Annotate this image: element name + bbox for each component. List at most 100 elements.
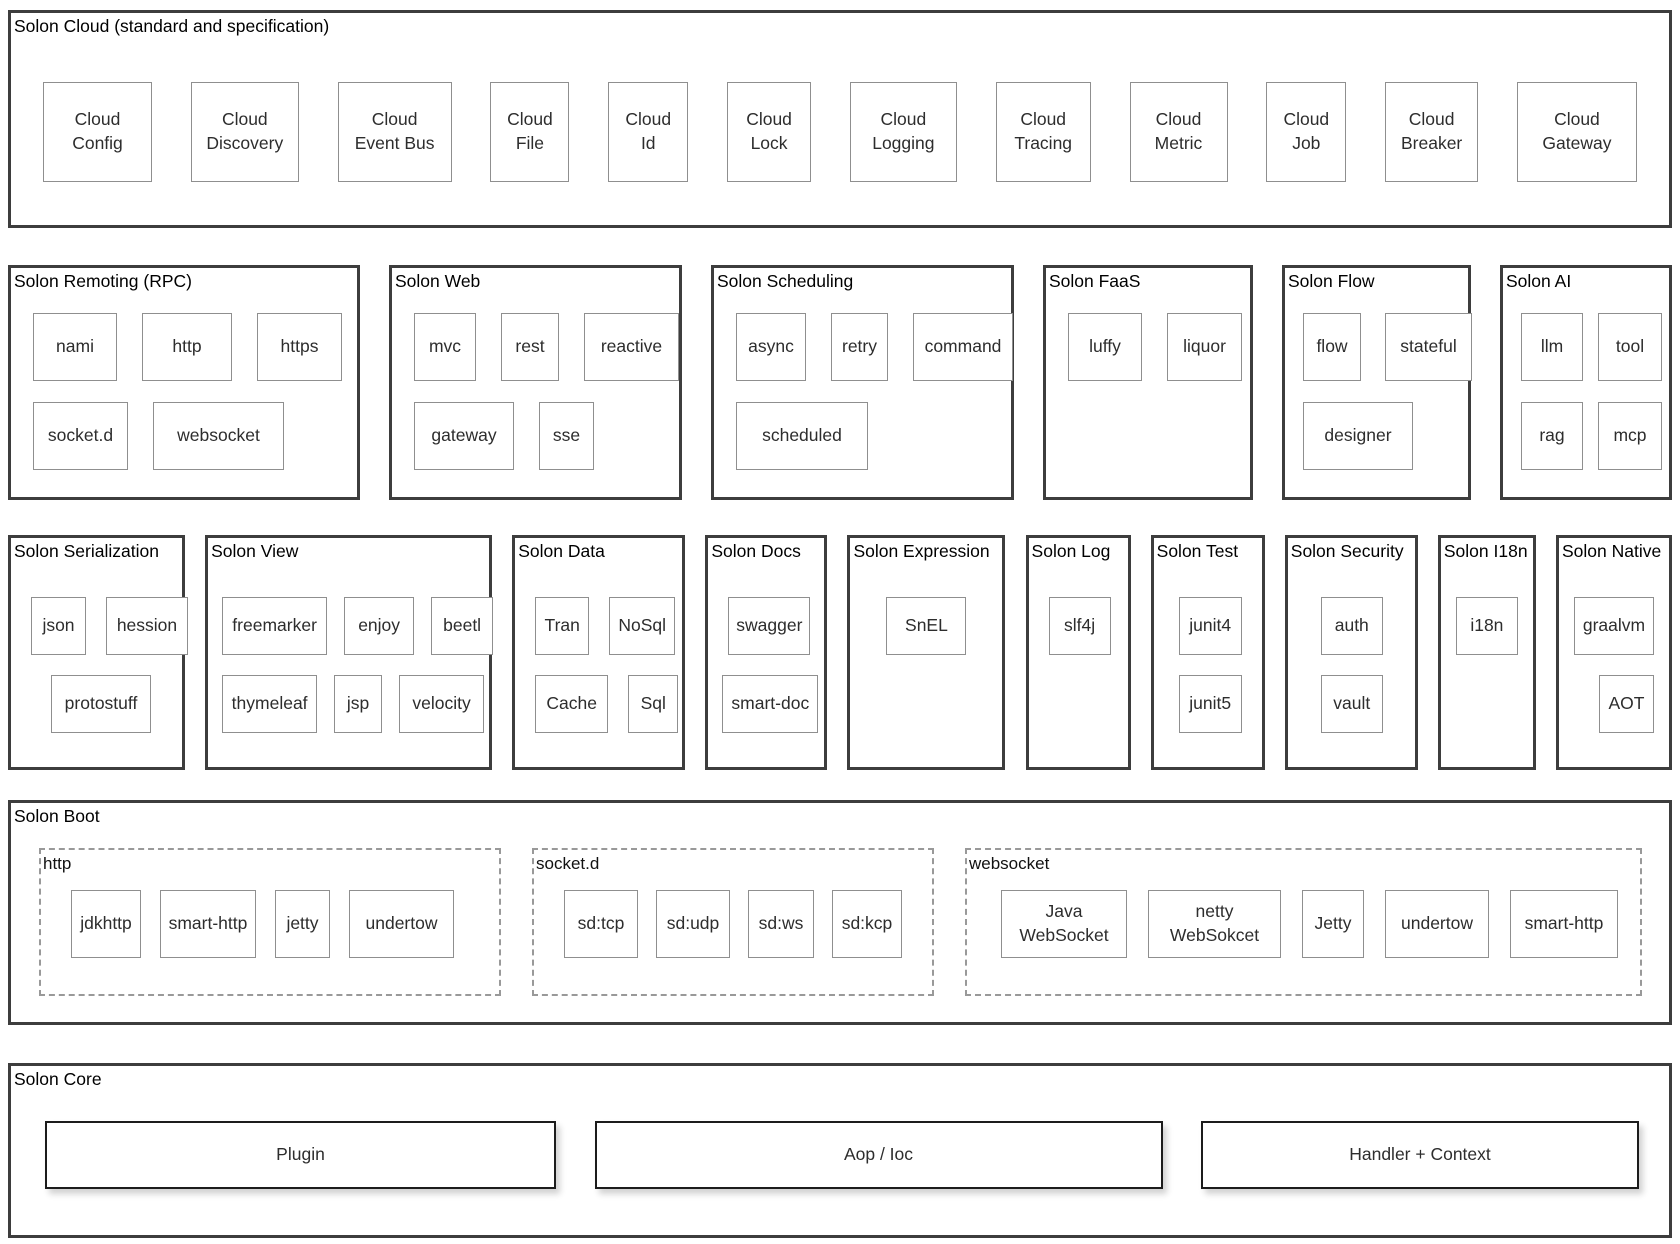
module-smart-doc: smart-doc <box>722 674 819 733</box>
module-hession: hession <box>106 596 188 655</box>
section-title-solon-boot: Solon Boot <box>14 806 100 826</box>
module-junit5: junit5 <box>1178 674 1242 733</box>
module-java-websocket: Java WebSocket <box>1001 889 1127 958</box>
section-title-solon-view: Solon View <box>211 541 299 561</box>
section-title-solon-serialization: Solon Serialization <box>14 541 159 561</box>
module-undertow-ws: undertow <box>1385 889 1489 958</box>
module-scheduled: scheduled <box>736 401 868 470</box>
section-solon-faas: Solon FaaS luffy liquor <box>1043 265 1253 500</box>
module-sd-kcp: sd:kcp <box>832 889 902 958</box>
section-title-solon-log: Solon Log <box>1031 541 1111 561</box>
module-freemarker: freemarker <box>222 596 328 655</box>
section-solon-view: Solon View freemarker enjoy beetl thymel… <box>205 535 494 770</box>
section-solon-scheduling: Solon Scheduling async retry command sch… <box>711 265 1014 500</box>
module-cloud-metric: Cloud Metric <box>1129 81 1228 182</box>
module-socketd: socket.d <box>33 401 128 470</box>
module-aop-ioc: Aop / Ioc <box>594 1120 1163 1189</box>
section-title-solon-data: Solon Data <box>518 541 605 561</box>
module-velocity: velocity <box>399 674 485 733</box>
section-solon-web: Solon Web mvc rest reactive gateway sse <box>389 265 682 500</box>
section-solon-ai: Solon AI llm tool rag mcp <box>1500 265 1672 500</box>
module-protostuff: protostuff <box>51 674 151 733</box>
module-designer: designer <box>1303 401 1413 470</box>
module-cloud-gateway: Cloud Gateway <box>1516 81 1637 182</box>
section-title-solon-scheduling: Solon Scheduling <box>717 271 854 291</box>
section-solon-cloud: Solon Cloud (standard and specification)… <box>8 10 1672 228</box>
module-async: async <box>736 312 806 381</box>
module-undertow: undertow <box>349 889 454 958</box>
module-sd-tcp: sd:tcp <box>564 889 638 958</box>
module-slf4j: slf4j <box>1048 596 1111 655</box>
section-title-solon-docs: Solon Docs <box>711 541 801 561</box>
module-i18n: i18n <box>1455 596 1518 655</box>
section-title-solon-ai: Solon AI <box>1506 271 1572 291</box>
module-cloud-lock: Cloud Lock <box>727 81 812 182</box>
section-title-solon-i18n: Solon I18n <box>1443 541 1528 561</box>
module-retry: retry <box>831 312 888 381</box>
boot-group-title-http: http <box>43 853 72 873</box>
section-title-solon-cloud: Solon Cloud (standard and specification) <box>14 16 330 36</box>
module-jdkhttp: jdkhttp <box>71 889 141 958</box>
section-title-solon-test: Solon Test <box>1156 541 1239 561</box>
section-title-solon-flow: Solon Flow <box>1288 271 1375 291</box>
module-smart-http-ws: smart-http <box>1510 889 1618 958</box>
boot-group-socketd: socket.d sd:tcp sd:udp sd:ws sd:kcp <box>532 847 934 996</box>
module-cloud-discovery: Cloud Discovery <box>190 81 299 182</box>
module-sql: Sql <box>628 674 679 733</box>
module-jsp: jsp <box>334 674 383 733</box>
section-title-solon-core: Solon Core <box>14 1069 102 1089</box>
module-swagger: swagger <box>728 596 811 655</box>
boot-groups: http jdkhttp smart-http jetty undertow s… <box>39 847 1642 996</box>
module-handler-context: Handler + Context <box>1201 1120 1639 1189</box>
module-graalvm: graalvm <box>1573 596 1654 655</box>
module-json: json <box>31 596 86 655</box>
module-cloud-file: Cloud File <box>490 81 570 182</box>
module-jetty-ws: Jetty <box>1302 889 1364 958</box>
module-plugin: Plugin <box>45 1120 556 1189</box>
module-cache: Cache <box>535 674 609 733</box>
module-cloud-event-bus: Cloud Event Bus <box>337 81 452 182</box>
module-websocket: websocket <box>153 401 284 470</box>
module-flow: flow <box>1303 312 1361 381</box>
module-beetl: beetl <box>431 596 494 655</box>
module-liquor: liquor <box>1167 312 1242 381</box>
module-gateway: gateway <box>414 401 514 470</box>
section-solon-security: Solon Security auth vault <box>1284 535 1418 770</box>
section-solon-boot: Solon Boot http jdkhttp smart-http jetty… <box>8 800 1672 1025</box>
boot-group-http: http jdkhttp smart-http jetty undertow <box>39 847 501 996</box>
module-netty-websocket: netty WebSokcet <box>1148 889 1281 958</box>
section-solon-expression: Solon Expression SnEL <box>847 535 1006 770</box>
module-cloud-tracing: Cloud Tracing <box>995 81 1091 182</box>
section-title-solon-expression: Solon Expression <box>853 541 990 561</box>
module-cloud-breaker: Cloud Breaker <box>1385 81 1479 182</box>
section-solon-i18n: Solon I18n i18n <box>1437 535 1536 770</box>
core-items: Plugin Aop / Ioc Handler + Context <box>45 1120 1639 1189</box>
module-tran: Tran <box>535 596 590 655</box>
module-llm: llm <box>1521 312 1583 381</box>
module-smart-http: smart-http <box>160 889 256 958</box>
section-title-solon-faas: Solon FaaS <box>1049 271 1141 291</box>
section-solon-test: Solon Test junit4 junit5 <box>1150 535 1265 770</box>
section-title-solon-remoting: Solon Remoting (RPC) <box>14 271 192 291</box>
section-solon-flow: Solon Flow flow stateful designer <box>1282 265 1472 500</box>
boot-group-title-socketd: socket.d <box>536 853 600 873</box>
module-rest: rest <box>501 312 559 381</box>
module-thymeleaf: thymeleaf <box>222 674 318 733</box>
module-luffy: luffy <box>1068 312 1142 381</box>
module-https: https <box>257 312 342 381</box>
module-jetty: jetty <box>275 889 330 958</box>
module-vault: vault <box>1320 674 1383 733</box>
section-solon-core: Solon Core Plugin Aop / Ioc Handler + Co… <box>8 1063 1672 1238</box>
module-sd-udp: sd:udp <box>656 889 730 958</box>
section-solon-docs: Solon Docs swagger smart-doc <box>705 535 828 770</box>
module-mvc: mvc <box>414 312 476 381</box>
module-cloud-logging: Cloud Logging <box>849 81 957 182</box>
boot-group-websocket: websocket Java WebSocket netty WebSokcet… <box>965 847 1642 996</box>
section-solon-serialization: Solon Serialization json hession protost… <box>8 535 188 770</box>
module-mcp: mcp <box>1598 401 1662 470</box>
module-junit4: junit4 <box>1178 596 1242 655</box>
boot-group-title-websocket: websocket <box>969 853 1050 873</box>
module-nami: nami <box>33 312 117 381</box>
module-auth: auth <box>1320 596 1383 655</box>
